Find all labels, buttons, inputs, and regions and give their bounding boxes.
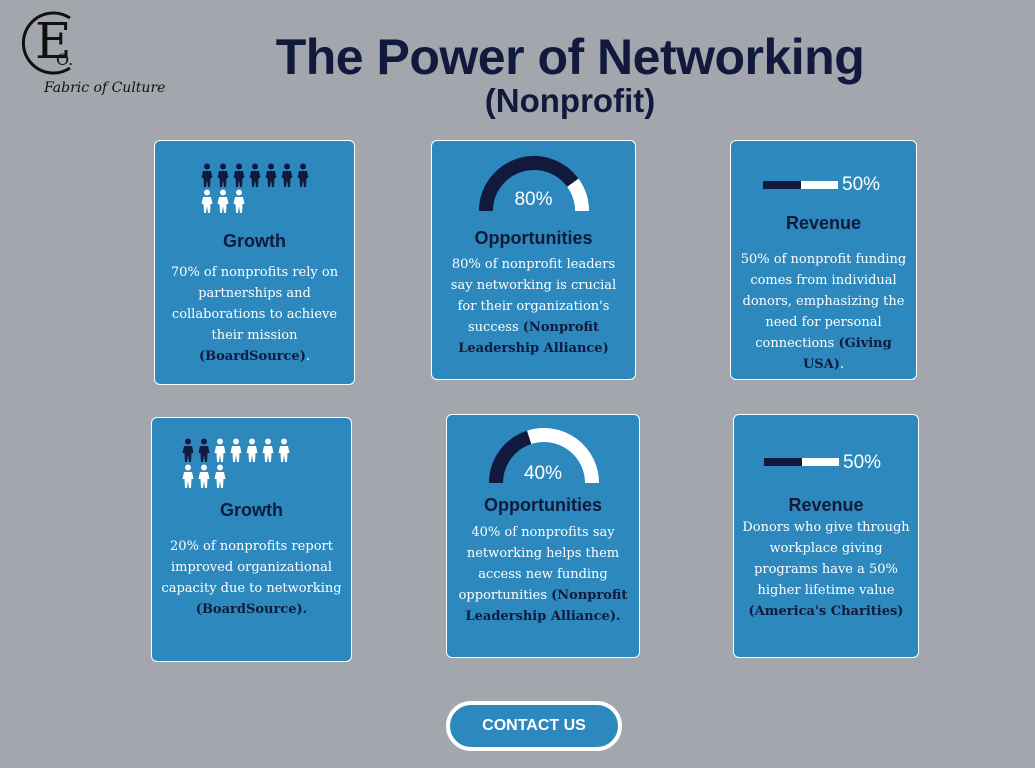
card-source-trail: . (305, 349, 310, 364)
card-body: 20% of nonprofits report improved organi… (160, 536, 343, 620)
progress-bar-remaining (800, 181, 838, 189)
people-icon (200, 163, 320, 213)
card-body-text: 70% of nonprofits rely on partnerships a… (170, 265, 339, 343)
gauge-filled-arc (489, 430, 532, 484)
person-icon (182, 438, 194, 462)
gauge-remaining-arc (566, 178, 589, 212)
progress-bar-fill (763, 181, 801, 189)
logo-initial-large: E (35, 12, 72, 70)
logo-initial-small: O. (56, 50, 74, 69)
card-body-text: 80% of nonprofit leaders say networking … (450, 257, 617, 335)
gauge-icon (479, 156, 589, 212)
card-heading: Growth (223, 231, 286, 251)
card-source-trail: . (839, 357, 845, 372)
card-body: 50% of nonprofit funding comes from indi… (739, 249, 908, 375)
card-heading: Revenue (788, 495, 864, 515)
person-icon (201, 163, 213, 187)
card-body-text: 50% of nonprofit funding comes from indi… (740, 252, 907, 351)
progress-bar-fill (764, 458, 802, 466)
progress-bar-remaining (801, 458, 839, 466)
card-body: Donors who give through workplace giving… (742, 517, 910, 622)
gauge-icon (489, 428, 599, 484)
gauge-remaining-arc (527, 428, 599, 484)
person-icon (246, 438, 258, 462)
person-icon (217, 189, 229, 213)
person-icon (233, 189, 245, 213)
person-icon (201, 189, 213, 213)
card-heading: Growth (220, 500, 283, 520)
person-icon (230, 438, 242, 462)
stat-card-revenue-2: 50% Revenue Donors who give through work… (733, 414, 919, 658)
brand-logo: E O. (18, 6, 178, 101)
progress-bar-icon (763, 181, 838, 189)
gauge-label: 40% (523, 463, 563, 484)
card-heading: Revenue (785, 213, 862, 233)
person-icon (278, 438, 290, 462)
logo-circle-icon (21, 11, 71, 75)
card-source: (BoardSource) (198, 349, 306, 364)
logo-script-name: Fabric of Culture (44, 80, 166, 96)
people-icon (181, 438, 301, 488)
card-body-text: Donors who give through workplace giving… (742, 520, 910, 598)
gauge-filled-arc (479, 156, 579, 212)
card-source: (BoardSource). (195, 602, 308, 617)
card-body: 70% of nonprofits rely on partnerships a… (163, 262, 346, 367)
gauge-label: 80% (514, 189, 553, 210)
person-icon (262, 438, 274, 462)
card-heading: Opportunities (484, 495, 602, 515)
card-body: 40% of nonprofits say networking helps t… (455, 522, 631, 627)
card-body-text: 40% of nonprofits say networking helps t… (458, 525, 620, 603)
person-icon (297, 163, 309, 187)
stat-card-growth-1: Growth 70% of nonprofits rely on partner… (154, 140, 355, 385)
stat-card-opportunities-2: 40% Opportunities 40% of nonprofits say … (446, 414, 640, 658)
person-icon (198, 464, 210, 488)
person-icon (265, 163, 277, 187)
stat-card-revenue-1: 50% Revenue 50% of nonprofit funding com… (730, 140, 917, 380)
card-source: (Giving USA) (802, 336, 892, 372)
person-icon (249, 163, 261, 187)
stat-card-growth-2: Growth 20% of nonprofits report improved… (151, 417, 352, 662)
page-subtitle: (Nonprofit) (484, 82, 656, 119)
card-heading: Opportunities (474, 228, 593, 248)
stat-card-opportunities-1: 80% Opportunities 80% of nonprofit leade… (431, 140, 636, 380)
person-icon (198, 438, 210, 462)
page-title: The Power of Networking (275, 29, 865, 85)
card-body: 80% of nonprofit leaders say networking … (440, 254, 627, 359)
person-icon (217, 163, 229, 187)
progress-bar-label: 50% (843, 452, 882, 473)
contact-us-button[interactable]: CONTACT US (446, 701, 622, 751)
progress-bar-label: 50% (842, 174, 881, 195)
card-source: (Nonprofit Leadership Alliance). (465, 588, 628, 624)
card-source: (America's Charities) (748, 604, 904, 619)
card-body-text: 20% of nonprofits report improved organi… (161, 539, 342, 596)
person-icon (233, 163, 245, 187)
person-icon (182, 464, 194, 488)
progress-bar-icon (764, 458, 839, 466)
person-icon (214, 464, 226, 488)
card-source: (Nonprofit Leadership Alliance) (458, 320, 609, 356)
person-icon (281, 163, 293, 187)
person-icon (214, 438, 226, 462)
